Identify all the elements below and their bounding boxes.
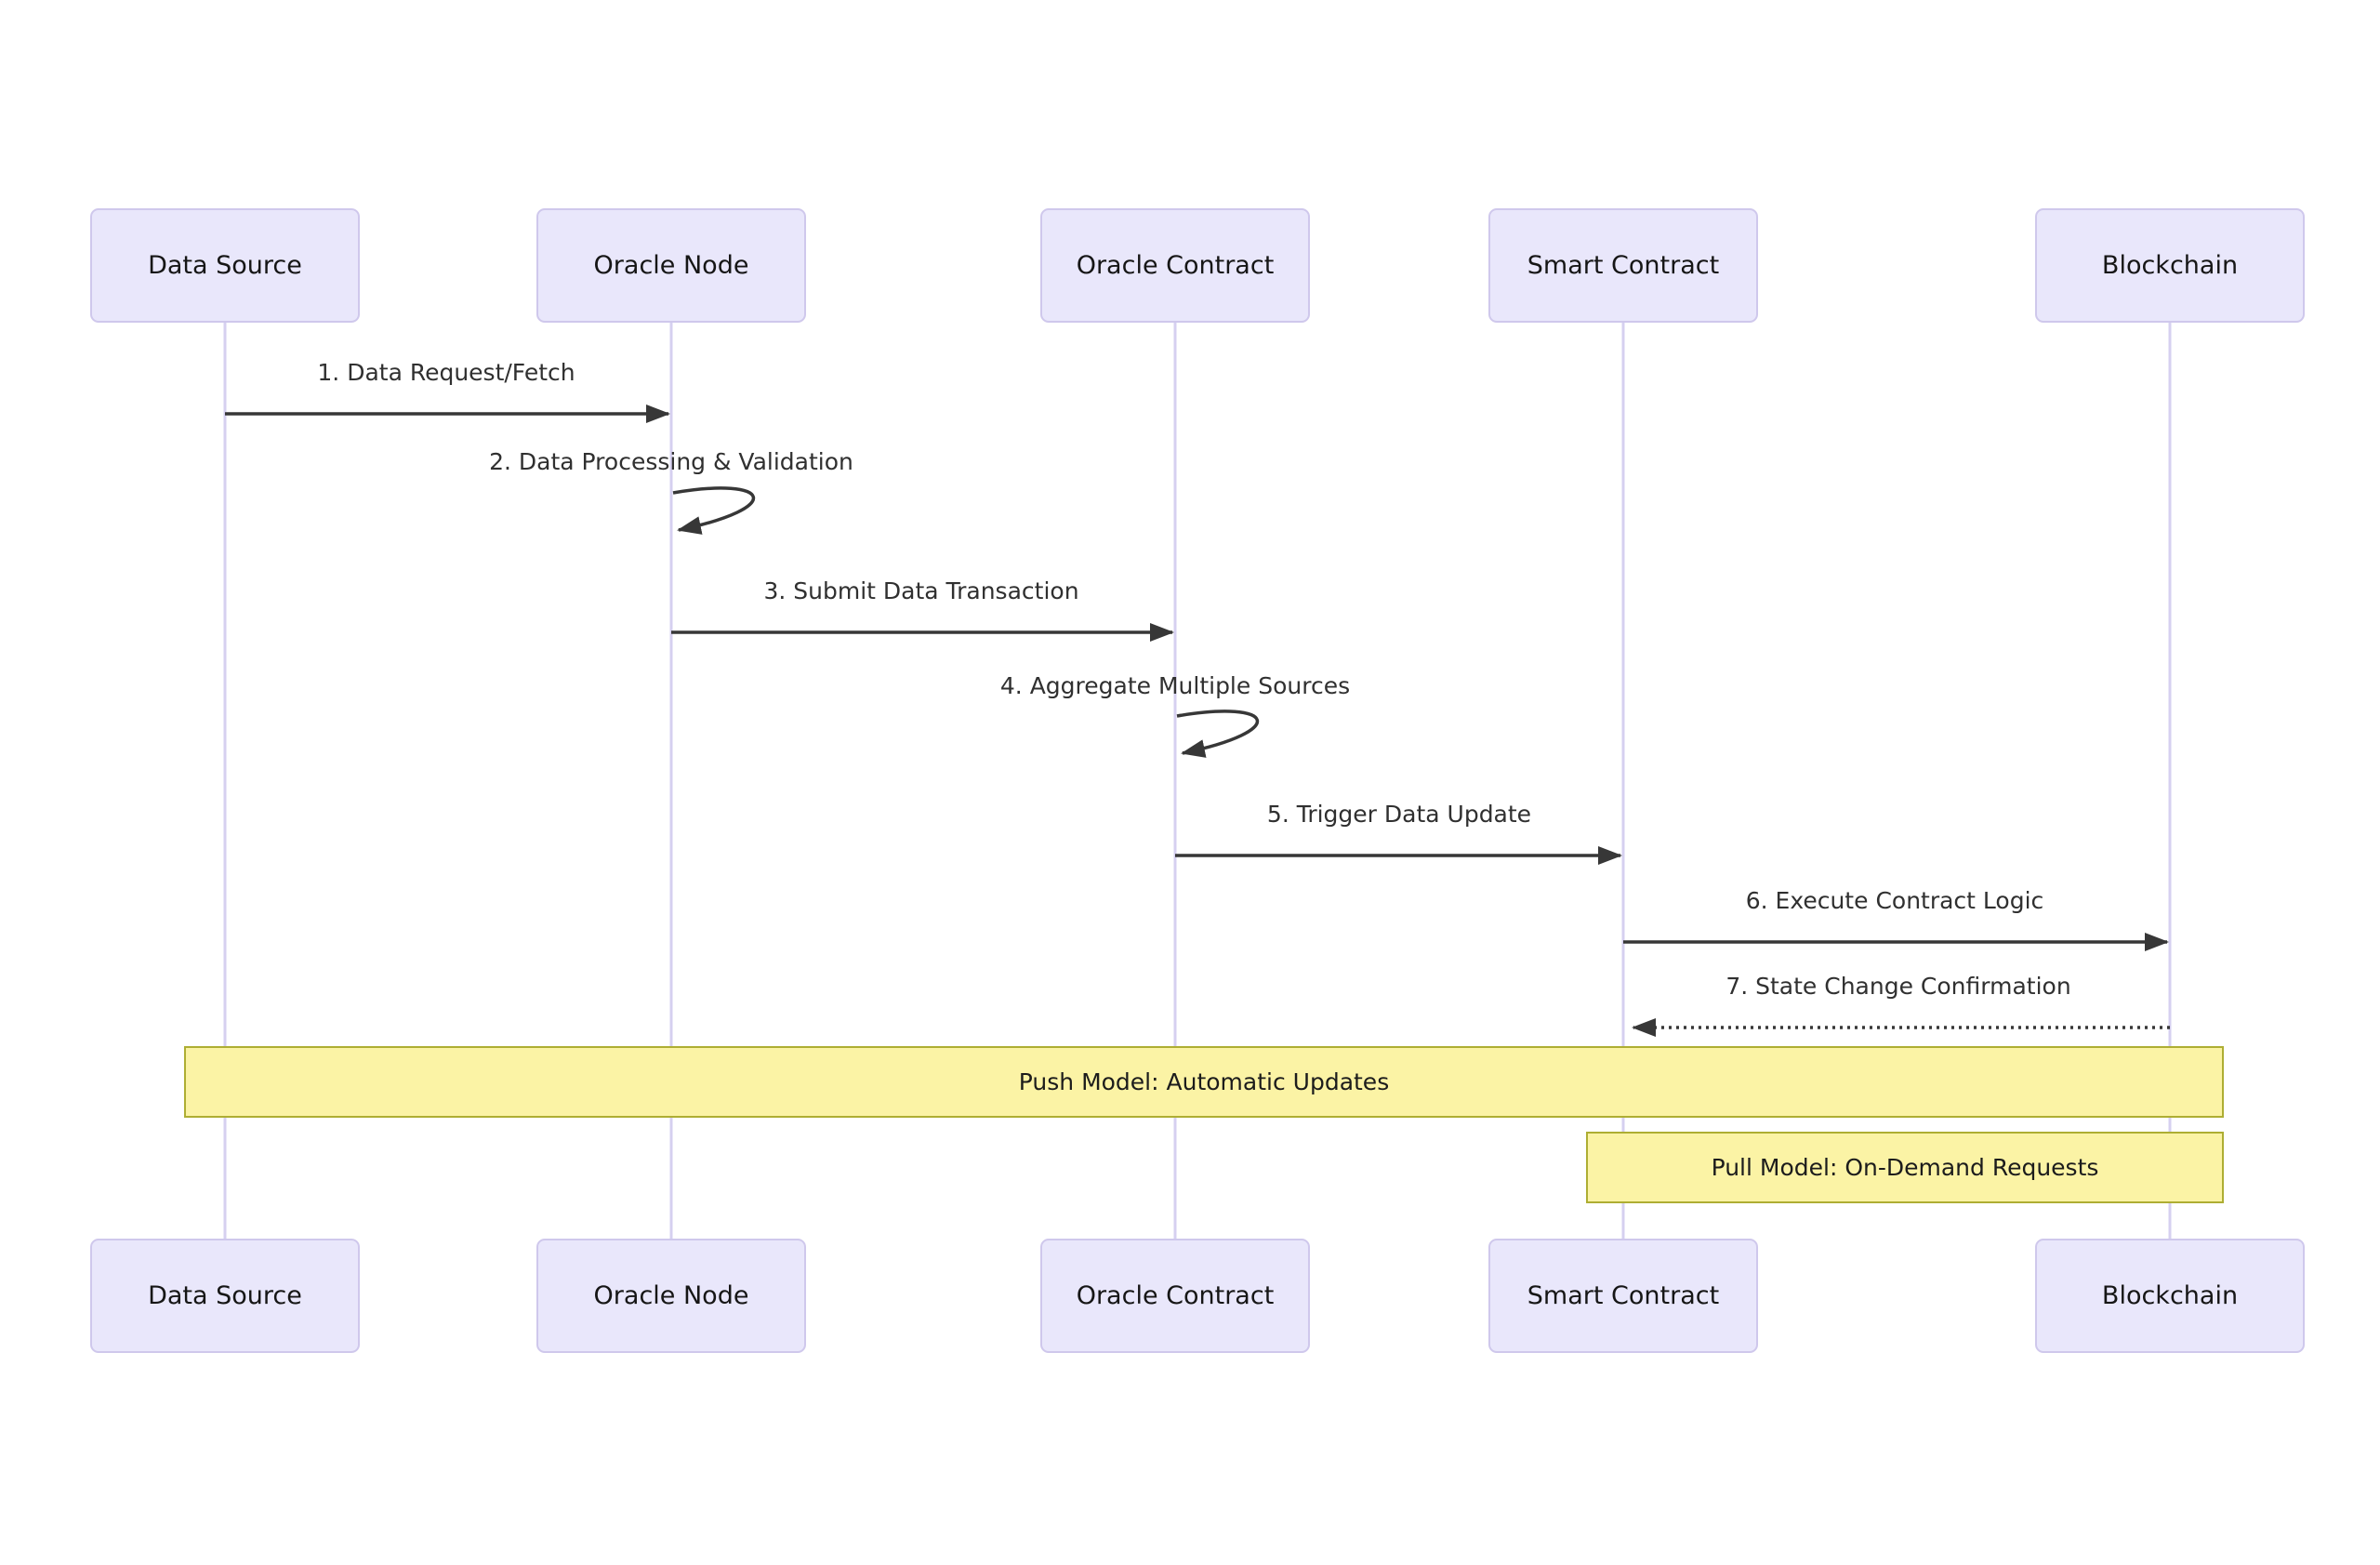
actor-top-oracle-node: Oracle Node	[536, 208, 806, 323]
note-push-model-label: Push Model: Automatic Updates	[1018, 1068, 1390, 1095]
note-pull-model: Pull Model: On-Demand Requests	[1586, 1132, 2224, 1203]
actor-top-data-source: Data Source	[90, 208, 360, 323]
message-label-3: 3. Submit Data Transaction	[763, 577, 1079, 604]
actor-bottom-smart-contract: Smart Contract	[1488, 1239, 1758, 1353]
actor-bottom-oracle-contract: Oracle Contract	[1040, 1239, 1310, 1353]
self-loop-arrow-4	[1176, 710, 1260, 758]
self-loop-arrow-2	[672, 486, 756, 535]
message-label-2: 2. Data Processing & Validation	[489, 448, 853, 475]
actor-top-oracle-contract: Oracle Contract	[1040, 208, 1310, 323]
actor-bottom-blockchain: Blockchain	[2035, 1239, 2305, 1353]
message-label-1: 1. Data Request/Fetch	[317, 359, 575, 386]
message-label-5: 5. Trigger Data Update	[1266, 801, 1532, 828]
actor-top-smart-contract: Smart Contract	[1488, 208, 1758, 323]
message-label-7: 7. State Change Confirmation	[1726, 973, 2071, 1000]
message-label-6: 6. Execute Contract Logic	[1745, 887, 2044, 914]
message-label-4: 4. Aggregate Multiple Sources	[999, 672, 1351, 699]
actor-top-blockchain: Blockchain	[2035, 208, 2305, 323]
actor-bottom-oracle-node: Oracle Node	[536, 1239, 806, 1353]
note-push-model: Push Model: Automatic Updates	[184, 1046, 2224, 1118]
note-pull-model-label: Pull Model: On-Demand Requests	[1711, 1154, 2099, 1181]
actor-bottom-data-source: Data Source	[90, 1239, 360, 1353]
